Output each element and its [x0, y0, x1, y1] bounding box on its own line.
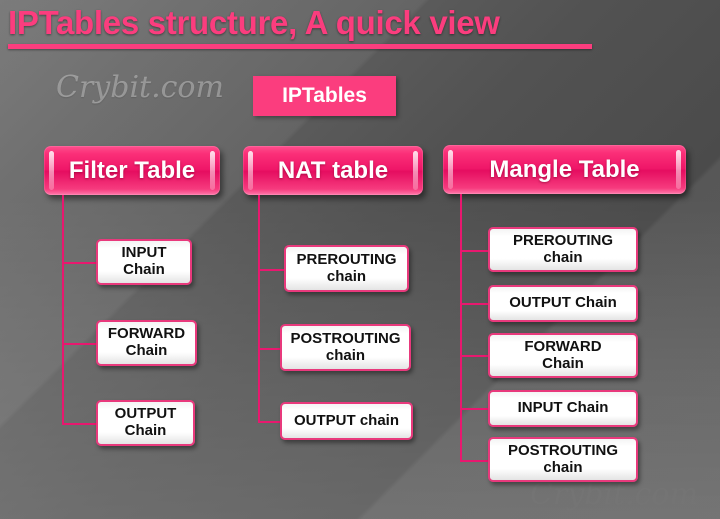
- chain-box-mangle-postrouting[interactable]: POSTROUTING chain: [488, 437, 638, 482]
- chain-label-line1: POSTROUTING: [290, 329, 401, 347]
- connector-trunk-mangle: [460, 194, 462, 462]
- chain-label-line2: chain: [325, 346, 366, 364]
- table-button-mangle[interactable]: Mangle Table: [443, 145, 686, 194]
- connector-branch-mangle-4: [460, 408, 488, 410]
- connector-branch-mangle-2: [460, 303, 488, 305]
- chain-label-line2: Chain: [124, 422, 167, 439]
- root-node-iptables[interactable]: IPTables: [253, 76, 396, 116]
- chain-box-mangle-output[interactable]: OUTPUT Chain: [488, 285, 638, 322]
- chain-label-line2: chain: [543, 458, 583, 476]
- chain-label-line2: Chain: [123, 261, 165, 278]
- connector-branch-filter-2: [62, 343, 96, 345]
- title-underline: [8, 44, 592, 49]
- chain-label-line2: chain: [326, 267, 367, 285]
- chain-box-filter-output[interactable]: OUTPUT Chain: [96, 400, 195, 446]
- chain-label-line1: PREROUTING: [512, 231, 613, 249]
- table-button-filter-label: Filter Table: [68, 156, 196, 184]
- root-node-label: IPTables: [282, 84, 367, 107]
- chain-box-filter-input[interactable]: INPUT Chain: [96, 239, 192, 285]
- chain-label-line1: OUTPUT chain: [293, 411, 399, 429]
- chain-label-line1: POSTROUTING: [507, 441, 618, 459]
- chain-box-nat-postrouting[interactable]: POSTROUTING chain: [280, 324, 411, 371]
- chain-label-line1: OUTPUT Chain: [509, 294, 617, 312]
- connector-branch-nat-3: [258, 421, 280, 423]
- chain-label-line1: FORWARD: [107, 325, 186, 343]
- table-button-filter[interactable]: Filter Table: [44, 146, 220, 195]
- connector-branch-filter-3: [62, 423, 96, 425]
- chain-box-filter-forward[interactable]: FORWARD Chain: [96, 320, 197, 366]
- chain-label-line1: OUTPUT: [114, 405, 177, 423]
- page-title: IPTables structure, A quick view: [8, 4, 500, 41]
- chain-box-mangle-prerouting[interactable]: PREROUTING chain: [488, 227, 638, 272]
- chain-label-line2: chain: [543, 248, 583, 266]
- table-button-mangle-label: Mangle Table: [489, 155, 640, 183]
- chain-label-line1: INPUT: [121, 244, 167, 262]
- chain-box-nat-output[interactable]: OUTPUT chain: [280, 402, 413, 440]
- watermark-top: Crybit.com: [56, 70, 224, 105]
- connector-trunk-filter: [62, 195, 64, 425]
- connector-branch-nat-2: [258, 348, 280, 350]
- table-button-nat-label: NAT table: [277, 156, 389, 184]
- chain-box-mangle-forward[interactable]: FORWARD Chain: [488, 333, 638, 378]
- chain-label-line2: Chain: [125, 342, 168, 359]
- connector-branch-filter-1: [62, 262, 96, 264]
- chain-label-line2: Chain: [542, 354, 584, 372]
- connector-branch-nat-1: [258, 269, 284, 271]
- connector-branch-mangle-3: [460, 355, 488, 357]
- watermark-bottom: Crybit.com: [530, 477, 698, 512]
- connector-branch-mangle-5: [460, 460, 488, 462]
- chain-label-line1: FORWARD: [524, 337, 602, 355]
- chain-box-nat-prerouting[interactable]: PREROUTING chain: [284, 245, 409, 292]
- chain-label-line1: PREROUTING: [296, 250, 397, 268]
- chain-label-line1: INPUT Chain: [517, 399, 609, 417]
- table-button-nat[interactable]: NAT table: [243, 146, 423, 195]
- connector-trunk-nat: [258, 195, 260, 423]
- connector-branch-mangle-1: [460, 250, 488, 252]
- chain-box-mangle-input[interactable]: INPUT Chain: [488, 390, 638, 427]
